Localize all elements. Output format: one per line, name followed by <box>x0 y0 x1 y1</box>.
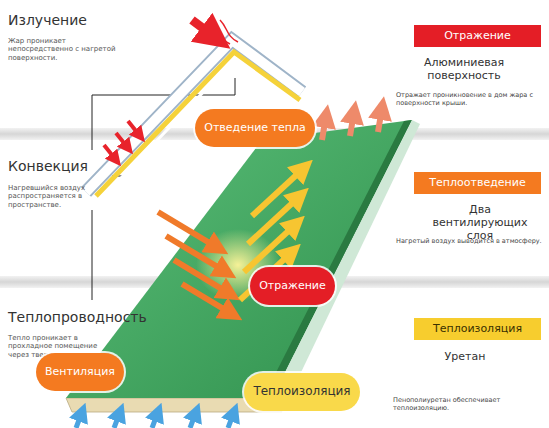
section-title: Конвекция <box>8 158 148 175</box>
node-text: Теплоотведение <box>429 177 525 189</box>
ventilation-arrow <box>152 412 158 428</box>
node-text: Теплоизоляция <box>253 385 350 398</box>
topic-circle: Вентиляция <box>36 353 124 391</box>
ventilation-arrow <box>114 412 120 428</box>
ventilation-arrow <box>228 412 234 428</box>
category-bar: Теплоизоляция <box>414 318 541 340</box>
section-note: Нагревшийся воздух распространяется в пр… <box>8 184 108 209</box>
node-text: Отведение тепла <box>204 122 305 134</box>
node-text: Вентиляция <box>45 366 115 378</box>
topic-circle: Теплоизоляция <box>244 373 360 411</box>
section-title: Излучение <box>8 12 148 29</box>
material-label: Два вентилирующих слоя <box>420 203 540 243</box>
material-note: Отражает проникновение в дом жара с пове… <box>396 92 546 108</box>
topic-circle: Отражение <box>250 267 335 305</box>
topic-circle: Отведение тепла <box>195 109 315 147</box>
category-bar: Отражение <box>414 25 541 47</box>
node-text: Теплоизоляция <box>433 323 522 335</box>
section-title: Теплопроводность <box>8 309 178 326</box>
category-bar: Теплоотведение <box>414 172 541 194</box>
ventilation-arrow <box>190 412 196 428</box>
material-label: Алюминиевая поверхность <box>416 56 512 82</box>
material-label: Уретан <box>420 350 510 363</box>
node-text: Отражение <box>259 280 326 292</box>
material-note: Пенополиуретан обеспечивает теплоизоляци… <box>393 397 548 413</box>
node-text: Отражение <box>444 30 511 42</box>
material-note: Нагретый воздух выводится в атмосферу. <box>396 238 546 246</box>
ventilation-arrow <box>76 412 82 428</box>
section-note: Жар проникает непосредственно с нагретой… <box>8 37 116 62</box>
